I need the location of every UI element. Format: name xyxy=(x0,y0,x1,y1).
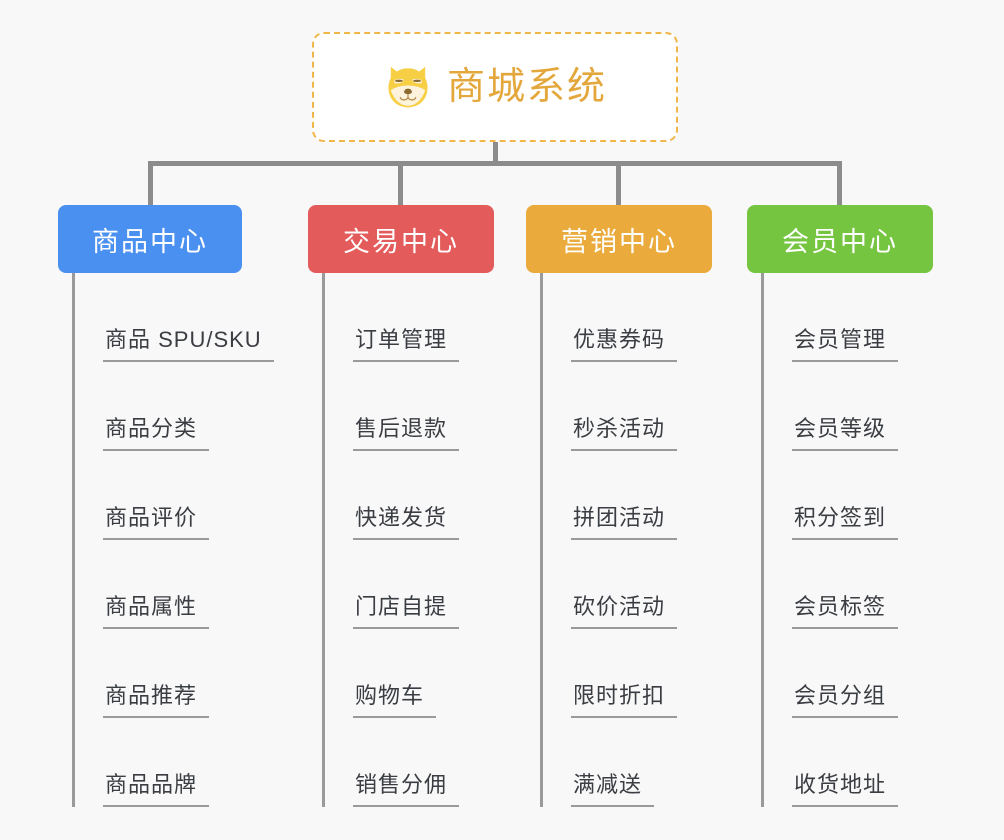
leaf-label: 门店自提 xyxy=(353,589,460,629)
connector-horizontal-bus xyxy=(148,161,842,166)
leaf-label: 商品分类 xyxy=(103,411,210,451)
leaf-label: 收货地址 xyxy=(792,767,899,807)
leaf-label: 会员标签 xyxy=(792,589,899,629)
leaf-label: 限时折扣 xyxy=(571,678,678,718)
category-header-label: 商品中心 xyxy=(92,226,208,257)
category-column-1: 交易中心 订单管理 售后退款 快递发货 门店自提 购物车 销售分佣 xyxy=(308,205,528,807)
root-node[interactable]: 商城系统 xyxy=(312,32,678,142)
category-header-label: 营销中心 xyxy=(561,226,677,257)
leaf-label: 售后退款 xyxy=(353,411,460,451)
leaf-list-2: 优惠券码 秒杀活动 拼团活动 砍价活动 限时折扣 满减送 xyxy=(540,273,746,807)
category-header-1[interactable]: 交易中心 xyxy=(308,205,494,273)
category-header-0[interactable]: 商品中心 xyxy=(58,205,242,273)
connector-drop-1 xyxy=(398,161,403,207)
list-item[interactable]: 购物车 xyxy=(339,629,528,718)
shiba-dog-icon xyxy=(388,66,428,108)
list-item[interactable]: 会员分组 xyxy=(778,629,967,718)
leaf-label: 砍价活动 xyxy=(571,589,678,629)
list-item[interactable]: 商品分类 xyxy=(89,362,288,451)
list-item[interactable]: 会员等级 xyxy=(778,362,967,451)
list-item[interactable]: 商品 SPU/SKU xyxy=(89,273,288,362)
list-item[interactable]: 秒杀活动 xyxy=(557,362,746,451)
category-header-2[interactable]: 营销中心 xyxy=(526,205,712,273)
leaf-label: 会员分组 xyxy=(792,678,899,718)
leaf-label: 销售分佣 xyxy=(353,767,460,807)
leaf-label: 拼团活动 xyxy=(571,500,678,540)
leaf-label: 商品品牌 xyxy=(103,767,210,807)
list-item[interactable]: 积分签到 xyxy=(778,451,967,540)
leaf-list-1: 订单管理 售后退款 快递发货 门店自提 购物车 销售分佣 xyxy=(322,273,528,807)
leaf-label: 商品属性 xyxy=(103,589,210,629)
leaf-label: 会员等级 xyxy=(792,411,899,451)
list-item[interactable]: 会员管理 xyxy=(778,273,967,362)
leaf-label: 优惠券码 xyxy=(571,322,678,362)
list-item[interactable]: 拼团活动 xyxy=(557,451,746,540)
list-item[interactable]: 订单管理 xyxy=(339,273,528,362)
list-item[interactable]: 限时折扣 xyxy=(557,629,746,718)
connector-drop-2 xyxy=(616,161,621,207)
leaf-label: 商品推荐 xyxy=(103,678,210,718)
leaf-label: 快递发货 xyxy=(353,500,460,540)
leaf-label: 秒杀活动 xyxy=(571,411,678,451)
leaf-label: 商品 SPU/SKU xyxy=(103,322,274,362)
list-item[interactable]: 快递发货 xyxy=(339,451,528,540)
connector-root-stem xyxy=(493,142,498,166)
leaf-label: 购物车 xyxy=(353,678,437,718)
list-item[interactable]: 收货地址 xyxy=(778,718,967,807)
list-item[interactable]: 砍价活动 xyxy=(557,540,746,629)
list-item[interactable]: 会员标签 xyxy=(778,540,967,629)
leaf-list-3: 会员管理 会员等级 积分签到 会员标签 会员分组 收货地址 xyxy=(761,273,967,807)
list-item[interactable]: 商品评价 xyxy=(89,451,288,540)
connector-drop-0 xyxy=(148,161,153,207)
leaf-list-0: 商品 SPU/SKU 商品分类 商品评价 商品属性 商品推荐 商品品牌 xyxy=(72,273,288,807)
category-column-3: 会员中心 会员管理 会员等级 积分签到 会员标签 会员分组 收货地址 xyxy=(747,205,967,807)
category-header-label: 会员中心 xyxy=(782,226,898,257)
connector-drop-3 xyxy=(837,161,842,207)
root-title: 商城系统 xyxy=(446,66,607,108)
list-item[interactable]: 商品属性 xyxy=(89,540,288,629)
list-item[interactable]: 商品品牌 xyxy=(89,718,288,807)
leaf-label: 商品评价 xyxy=(103,500,210,540)
category-header-label: 交易中心 xyxy=(343,226,459,257)
category-header-3[interactable]: 会员中心 xyxy=(747,205,933,273)
list-item[interactable]: 商品推荐 xyxy=(89,629,288,718)
leaf-label: 订单管理 xyxy=(353,322,460,362)
leaf-label: 会员管理 xyxy=(792,322,899,362)
list-item[interactable]: 销售分佣 xyxy=(339,718,528,807)
list-item[interactable]: 门店自提 xyxy=(339,540,528,629)
list-item[interactable]: 优惠券码 xyxy=(557,273,746,362)
list-item[interactable]: 售后退款 xyxy=(339,362,528,451)
category-column-0: 商品中心 商品 SPU/SKU 商品分类 商品评价 商品属性 商品推荐 商品品牌 xyxy=(58,205,288,807)
leaf-label: 满减送 xyxy=(571,767,655,807)
list-item[interactable]: 满减送 xyxy=(557,718,746,807)
category-column-2: 营销中心 优惠券码 秒杀活动 拼团活动 砍价活动 限时折扣 满减送 xyxy=(526,205,746,807)
leaf-label: 积分签到 xyxy=(792,500,899,540)
